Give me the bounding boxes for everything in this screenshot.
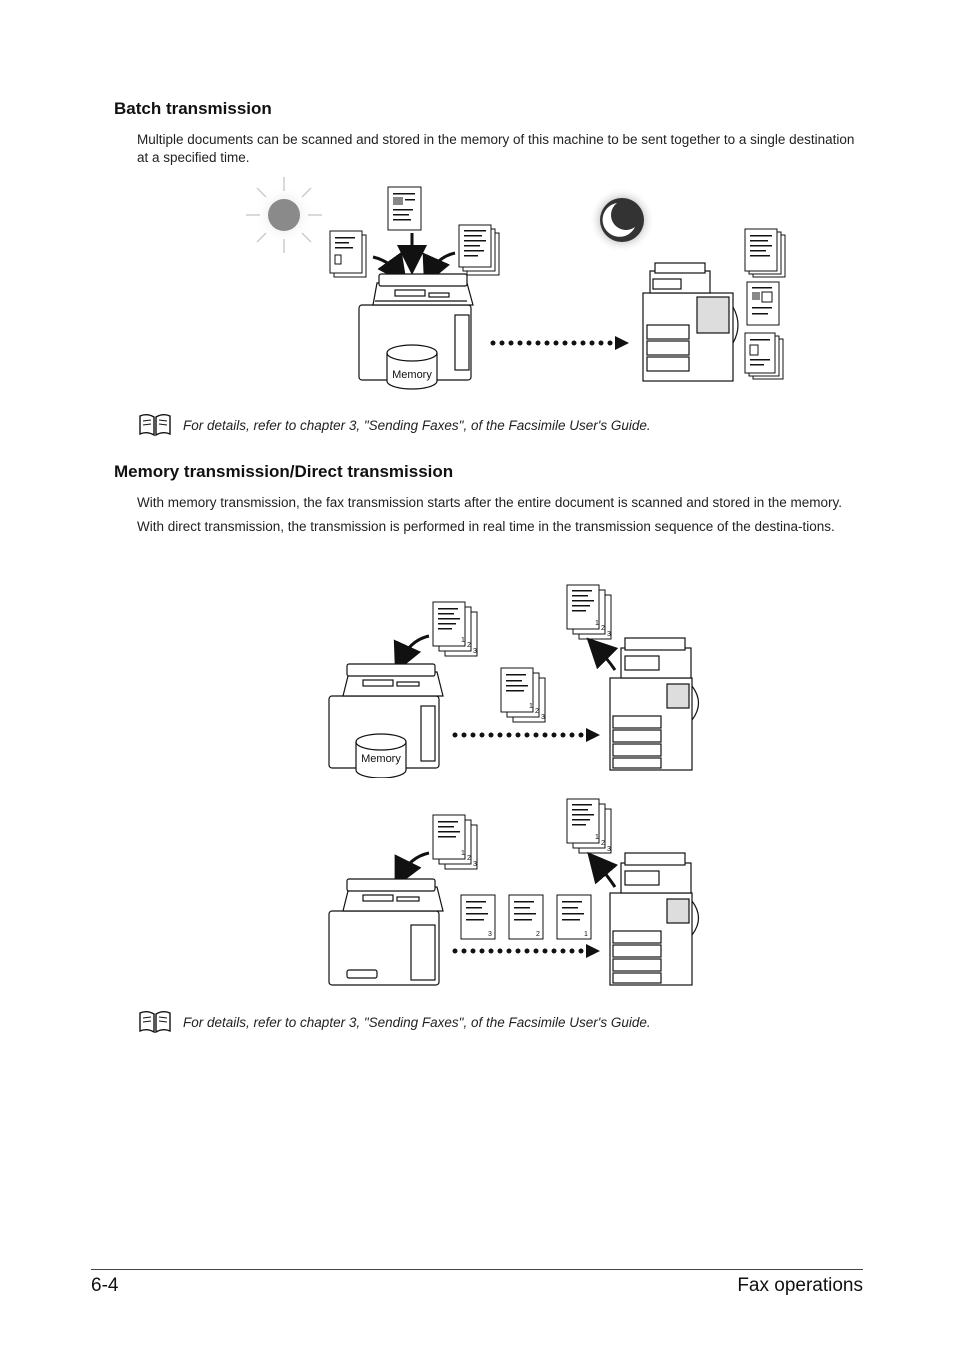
page-number: 3 [607, 846, 611, 853]
received-document-stack: 1 2 3 [566, 584, 612, 640]
memory-transmission-illustration: 1 2 3 Memory 1 2 3 [328, 584, 700, 778]
memory-label: Memory [361, 753, 401, 765]
page-number: 1 [529, 703, 533, 710]
transmission-dots [452, 944, 600, 958]
memory-direct-description: With memory transmission, the fax transm… [137, 494, 859, 536]
page-number: 1 [461, 637, 465, 644]
page-number: 2 [467, 855, 471, 862]
received-documents [744, 228, 786, 380]
page-number: 3 [473, 648, 477, 655]
page-number: 1 [595, 620, 599, 627]
mfp-receiver [609, 637, 700, 771]
mfp-sender [358, 273, 474, 381]
page-number: 2 [535, 708, 539, 715]
batch-transmission-illustration: Memory [246, 177, 786, 390]
reference-note: For details, refer to chapter 3, "Sendin… [138, 1010, 858, 1034]
book-icon [139, 1011, 171, 1034]
reference-note-text: For details, refer to chapter 3, "Sendin… [183, 1015, 651, 1030]
mfp-receiver [609, 852, 700, 986]
page-number: 1 [584, 931, 588, 938]
page-number: 3 [473, 861, 477, 868]
page-in-transit: 2 [508, 894, 544, 940]
page-in-transit: 1 [556, 894, 592, 940]
section-heading-batch: Batch transmission [114, 99, 272, 118]
document-stack [458, 224, 500, 276]
memory-label: Memory [392, 369, 432, 381]
document-stack: 1 2 3 [500, 667, 546, 723]
transmission-dots [452, 728, 600, 742]
direct-transmission-illustration: 1 2 3 3 2 1 [328, 798, 700, 986]
footer-divider [91, 1269, 863, 1270]
memory-transmission-paragraph: With memory transmission, the fax transm… [137, 495, 843, 510]
document-stack [329, 230, 367, 278]
footer-page-number: 6-4 [91, 1275, 119, 1296]
section-heading-memory-direct: Memory transmission/Direct transmission [114, 462, 454, 481]
batch-paragraph: Multiple documents can be scanned and st… [137, 132, 855, 165]
direct-transmission-paragraph: With direct transmission, the transmissi… [137, 519, 835, 534]
batch-description: Multiple documents can be scanned and st… [137, 131, 857, 167]
moon-icon [589, 187, 655, 253]
page-number: 2 [601, 840, 605, 847]
page-number: 2 [536, 931, 540, 938]
scan-arrow [394, 851, 430, 888]
transmission-dots [490, 336, 629, 350]
received-document-stack: 1 2 3 [566, 798, 612, 854]
footer-chapter-title: Fax operations [737, 1275, 863, 1296]
sun-icon [246, 177, 322, 253]
document-stack: 1 2 3 [432, 814, 478, 870]
document-stack: 1 2 3 [432, 601, 478, 657]
page-number: 3 [607, 631, 611, 638]
page-number: 1 [595, 834, 599, 841]
mfp-receiver [642, 262, 739, 382]
reference-note: For details, refer to chapter 3, "Sendin… [138, 413, 858, 437]
document-single [387, 186, 422, 231]
memory-icon: Memory [355, 733, 407, 778]
page-in-transit: 3 [460, 894, 496, 940]
scan-arrows [372, 233, 456, 286]
page-number: 1 [461, 850, 465, 857]
output-arrow [586, 637, 619, 671]
reference-note-text: For details, refer to chapter 3, "Sendin… [183, 418, 651, 433]
book-icon [139, 414, 171, 437]
page-number: 3 [541, 714, 545, 721]
page-number: 2 [601, 625, 605, 632]
mfp-sender [328, 878, 444, 986]
page-number: 2 [467, 642, 471, 649]
memory-icon: Memory [386, 344, 438, 390]
output-arrow [587, 851, 619, 888]
scan-arrow [393, 634, 430, 673]
page-number: 3 [488, 931, 492, 938]
